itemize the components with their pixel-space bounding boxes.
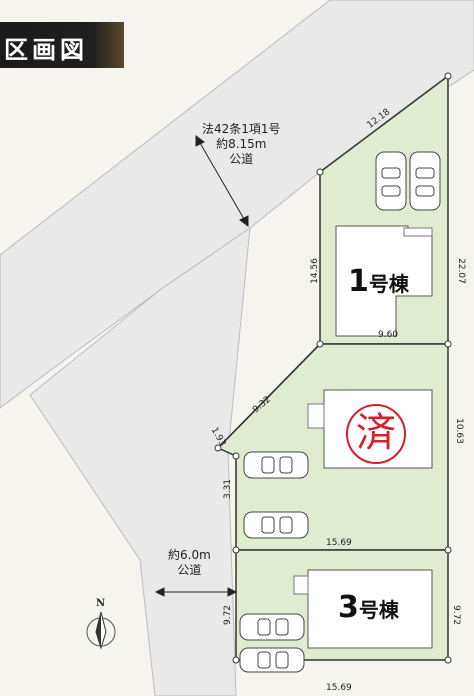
main-road-type: 公道 bbox=[229, 152, 254, 166]
parking-lot-1 bbox=[375, 151, 441, 211]
title-banner bbox=[0, 22, 124, 68]
page-title: 区画図 bbox=[4, 36, 88, 64]
dim-lot3-bottom: 15.69 bbox=[326, 683, 352, 693]
north-label: N bbox=[96, 598, 106, 609]
building-1-suffix: 号棟 bbox=[368, 272, 409, 296]
building-1-label: 1号棟 bbox=[348, 264, 409, 299]
main-road-label: 法42条1項1号 約8.15m 公道 bbox=[202, 122, 281, 167]
sold-stamp-circle bbox=[346, 404, 406, 464]
dim-lot2-left: 3.31 bbox=[223, 478, 234, 500]
building-3-footprint bbox=[307, 569, 433, 649]
side-road bbox=[29, 226, 251, 696]
north-arrow-icon bbox=[86, 611, 116, 650]
sold-stamp: 済 bbox=[356, 410, 396, 456]
side-road-label: 約6.0m 公道 bbox=[168, 548, 211, 578]
dim-lot2-bottom: 15.69 bbox=[326, 538, 352, 548]
dim-lot3-right: 9.72 bbox=[451, 604, 462, 626]
dim-lot1-left: 14.56 bbox=[309, 258, 320, 284]
dim-lot1-bottom: 9.60 bbox=[378, 330, 399, 340]
parking-lot-3 bbox=[239, 613, 305, 673]
dim-lot2-right: 10.63 bbox=[453, 418, 464, 444]
side-road-width: 約6.0m bbox=[168, 548, 211, 562]
building-3-suffix: 号棟 bbox=[358, 598, 399, 622]
parking-lot-2 bbox=[243, 451, 309, 539]
side-road-type: 公道 bbox=[177, 563, 202, 577]
building-1-number: 1 bbox=[348, 264, 369, 299]
road-width-arrow-side bbox=[154, 587, 238, 597]
dim-lot1-right: 22.07 bbox=[455, 258, 466, 284]
building-3-number: 3 bbox=[338, 590, 359, 625]
main-road-designation: 法42条1項1号 bbox=[202, 122, 281, 136]
dim-lot3-left: 9.72 bbox=[223, 604, 234, 626]
building-3-label: 3号棟 bbox=[338, 590, 399, 625]
road-width-arrow-main bbox=[195, 135, 249, 227]
main-road bbox=[0, 0, 474, 409]
main-road-width: 約8.15m bbox=[216, 137, 267, 151]
